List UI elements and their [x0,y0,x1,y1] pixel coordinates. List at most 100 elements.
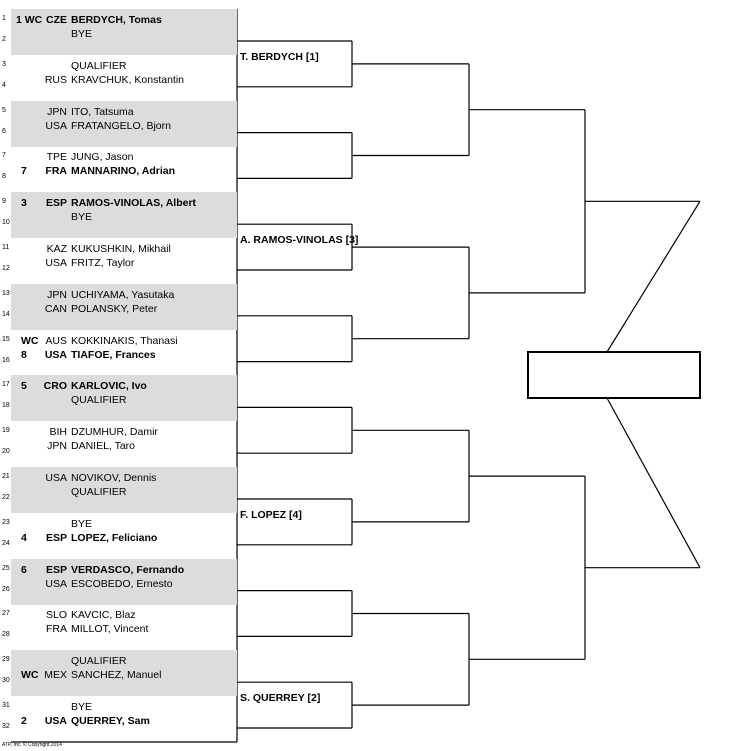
seed-label: 4 [21,531,27,544]
draw-position-number: 5 [2,106,6,114]
player-name: BERDYCH, Tomas [71,14,162,26]
champion-box [527,351,701,399]
player-name: BYE [71,28,93,40]
match-shading [11,375,237,422]
player-name: MILLOT, Vincent [71,623,149,636]
second-round-winner: S. QUERREY [2] [240,692,321,705]
draw-position-number: 28 [2,631,10,639]
nationality-code: USA [45,472,67,484]
match-shading [11,100,237,147]
nationality-code: CZE [46,14,67,26]
nationality-code: USA [45,577,67,590]
nationality-code: AUS [45,334,67,347]
second-round-winner: F. LOPEZ [4] [240,508,302,521]
final-line [606,200,701,353]
draw-position-number: 21 [2,473,10,480]
nationality-code: JPN [47,440,67,453]
draw-position-number: 20 [2,448,10,456]
player-name: POLANSKY, Peter [71,302,158,315]
nationality-code: ESP [45,197,67,210]
seed-label: WC [21,334,39,347]
player-name: ITO, Tatsuma [71,105,134,118]
seed-label: WC [21,669,39,682]
player-name: QUALIFIER [71,59,127,72]
nationality-code: USA [45,257,67,269]
player-name: KOKKINAKIS, Thanasi [71,334,178,347]
draw-position-number: 2 [2,36,6,43]
second-round-winner: T. BERDYCH [1] [240,50,319,63]
seed-label: 3 [21,197,27,210]
player-name: QUALIFIER [71,486,127,498]
seed-label: 6 [21,563,27,576]
draw-position-number: 16 [2,356,10,364]
match-shading [11,467,237,513]
player-name: NOVIKOV, Dennis [71,472,157,484]
player-name: FRATANGELO, Bjorn [71,119,171,132]
player-name: LOPEZ, Feliciano [71,531,158,544]
match-shading [11,9,237,55]
nationality-code: JPN [47,105,67,118]
draw-position-number: 23 [2,518,10,526]
player-name: ESCOBEDO, Ernesto [71,577,173,590]
draw-position-number: 3 [2,60,6,68]
player-name: SANCHEZ, Manuel [71,669,162,682]
draw-position-number: 22 [2,494,10,501]
copyright-footer: ATP, Inc. © Copyright 2014 [2,742,62,748]
seed-label: 1 WC [16,14,43,26]
draw-position-number: 24 [2,539,10,547]
draw-position-number: 4 [2,81,6,89]
nationality-code: ESP [45,563,67,576]
nationality-code: USA [44,715,67,727]
seed-label: 2 [21,715,27,727]
draw-position-number: 1 [2,15,6,22]
draw-position-number: 6 [2,127,6,135]
player-name: RAMOS-VINOLAS, Albert [71,197,197,210]
match-shading [11,192,237,239]
nationality-code: RUS [44,73,67,86]
nationality-code: KAZ [46,243,67,255]
nationality-code: BIH [49,426,67,439]
nationality-code: JPN [47,288,67,301]
draw-position-number: 18 [2,402,10,410]
draw-position-number: 32 [2,723,10,730]
player-name: DANIEL, Taro [71,440,135,453]
player-name: KUKUSHKIN, Mikhail [71,243,171,255]
seed-label: 5 [21,380,27,393]
draw-position-number: 15 [2,335,10,343]
player-name: VERDASCO, Fernando [71,563,185,576]
draw-position-number: 27 [2,610,10,618]
player-name: KARLOVIC, Ivo [71,380,147,393]
draw-position-number: 26 [2,585,10,593]
draw-position-number: 10 [2,219,10,227]
nationality-code: FRA [45,165,67,178]
player-name: BYE [71,211,93,224]
nationality-code: FRA [46,623,67,636]
player-name: TIAFOE, Frances [71,348,156,361]
nationality-code: USA [45,119,67,132]
nationality-code: ESP [45,531,67,544]
draw-position-number: 29 [2,656,10,664]
player-name: JUNG, Jason [71,151,134,164]
draw-position-number: 7 [2,152,6,160]
player-name: QUALIFIER [71,394,127,407]
player-name: KRAVCHUK, Konstantin [71,73,185,86]
draw-position-number: 31 [2,702,10,709]
draw-position-number: 11 [2,244,10,251]
match-shading [11,650,237,697]
nationality-code: SLO [45,609,67,622]
match-shading [11,283,237,330]
draw-position-number: 30 [2,677,10,685]
player-name: QUERREY, Sam [71,715,150,727]
player-name: QUALIFIER [71,655,127,668]
player-name: DZUMHUR, Damir [71,426,158,439]
final-line [606,397,701,568]
nationality-code: CRO [43,380,67,393]
draw-position-number: 8 [2,173,6,181]
player-name: FRITZ, Taylor [71,257,135,269]
seed-label: 8 [21,348,27,361]
second-round-winner: A. RAMOS-VINOLAS [3] [240,234,359,247]
draw-position-number: 19 [2,427,10,435]
player-name: BYE [71,517,93,530]
draw-position-number: 13 [2,289,10,297]
